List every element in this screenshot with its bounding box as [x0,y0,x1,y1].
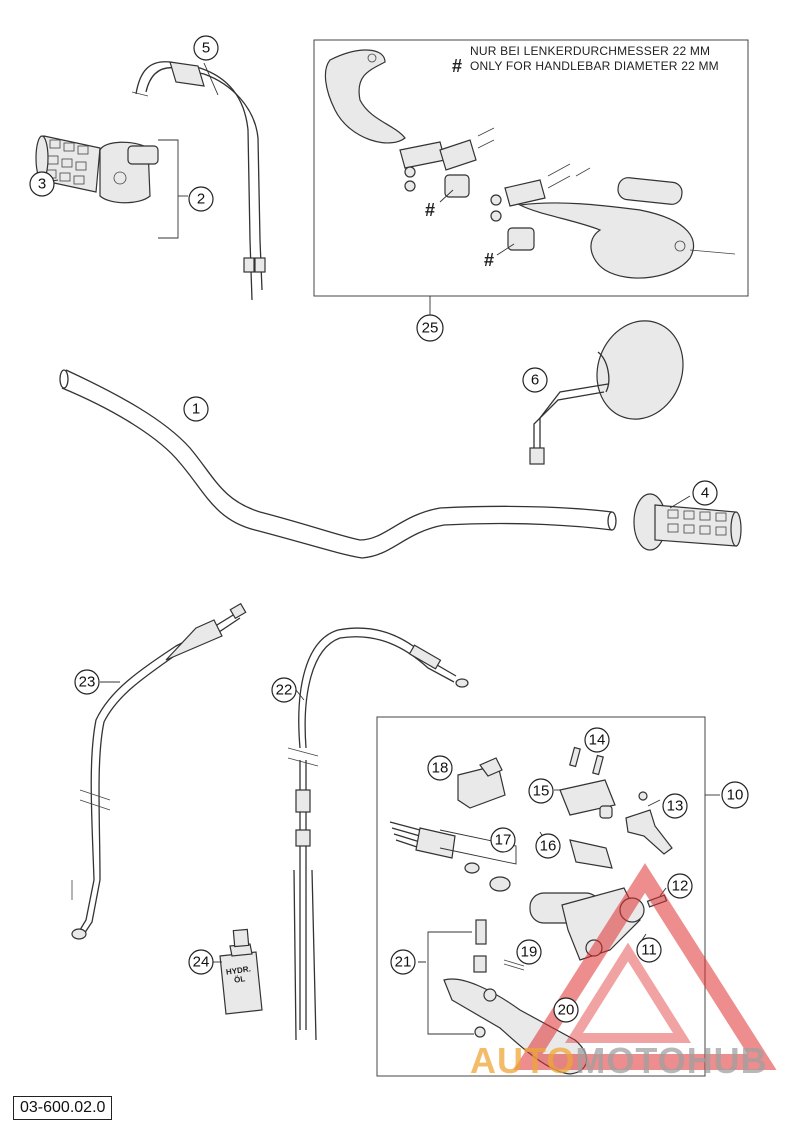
ref-20: 20 [553,997,579,1023]
svg-text:15: 15 [533,783,550,800]
svg-text:17: 17 [495,832,512,849]
bracket-2 [158,139,179,239]
svg-text:5: 5 [202,40,210,57]
screws-14 [569,746,604,776]
svg-text:13: 13 [667,798,684,815]
note-line-en: ONLY FOR HANDLEBAR DIAMETER 22 MM [470,59,719,73]
clamp-18 [457,757,506,809]
ref-2: 2 [188,186,214,212]
svg-text:3: 3 [38,176,46,193]
ref-10: 10 [721,781,749,809]
mirror [529,320,684,465]
handguard-right [504,177,736,279]
handlebar-diameter-note: NUR BEI LENKERDURCHMESSER 22 MM ONLY FOR… [470,44,719,74]
spring-19 [503,959,525,971]
watermark-logo: AUTOMOTOHUB [470,1040,768,1082]
svg-text:12: 12 [672,878,689,895]
logo-part-auto: AUTO [470,1040,576,1081]
svg-text:2: 2 [197,191,205,208]
ref-11: 11 [636,937,662,963]
marker-clamp-left: # [425,200,436,220]
note-marker: # [452,56,463,76]
svg-text:21: 21 [395,954,412,971]
piston-17 [389,821,517,892]
left-grip [633,493,742,551]
cable-22 [287,627,469,1041]
handguard-kit-box [313,39,749,297]
svg-text:1: 1 [192,401,200,418]
throttle-housing [99,141,159,204]
logo-part-hub: HUB [686,1040,768,1081]
ref-5: 5 [193,35,219,61]
cap-16 [569,839,613,869]
svg-text:19: 19 [521,944,538,961]
ref-24: 24 [188,949,214,975]
ref-25: 25 [416,314,444,342]
ref-4: 4 [692,480,718,506]
svg-text:11: 11 [641,942,657,959]
ref-19: 19 [516,939,542,965]
handlebar [59,369,617,559]
ref-23: 23 [74,669,100,695]
ref-3: 3 [29,171,55,197]
ref-22: 22 [271,677,297,703]
marker-clamp-right: # [484,250,495,270]
svg-text:25: 25 [422,320,439,337]
throttle-grip [35,135,101,193]
svg-text:14: 14 [589,732,606,749]
ref-16: 16 [535,833,561,859]
svg-text:16: 16 [540,838,557,855]
svg-text:22: 22 [276,682,293,699]
logo-part-moto: MOTO [575,1040,687,1081]
ref-12: 12 [667,873,693,899]
svg-text:18: 18 [432,760,449,777]
ref-14: 14 [584,727,610,753]
ref-1: 1 [183,396,209,422]
svg-text:24: 24 [193,954,210,971]
svg-text:20: 20 [558,1002,575,1019]
handguard-left [324,49,477,171]
svg-text:23: 23 [79,674,96,691]
oil-bottle-label: HYDR. ÖL [225,964,252,985]
throttle-cables [131,61,266,301]
lever-13 [625,791,673,855]
note-line-de: NUR BEI LENKERDURCHMESSER 22 MM [470,44,711,58]
svg-text:6: 6 [531,372,539,389]
cable-23 [71,602,247,940]
ref-6: 6 [522,367,548,393]
pin-21 [418,919,487,1038]
ref-15: 15 [528,778,554,804]
oil-bottle [219,928,263,1015]
document-code: 03-600.02.0 [13,1096,113,1120]
ref-13: 13 [662,793,688,819]
watermark-triangle [513,863,777,1070]
ref-21: 21 [390,949,416,975]
cover-15 [559,779,616,819]
ref-17: 17 [490,827,516,853]
brake-lever-kit-box [376,716,706,1077]
svg-text:10: 10 [727,787,744,804]
ref-18: 18 [427,755,453,781]
svg-text:4: 4 [701,485,709,502]
